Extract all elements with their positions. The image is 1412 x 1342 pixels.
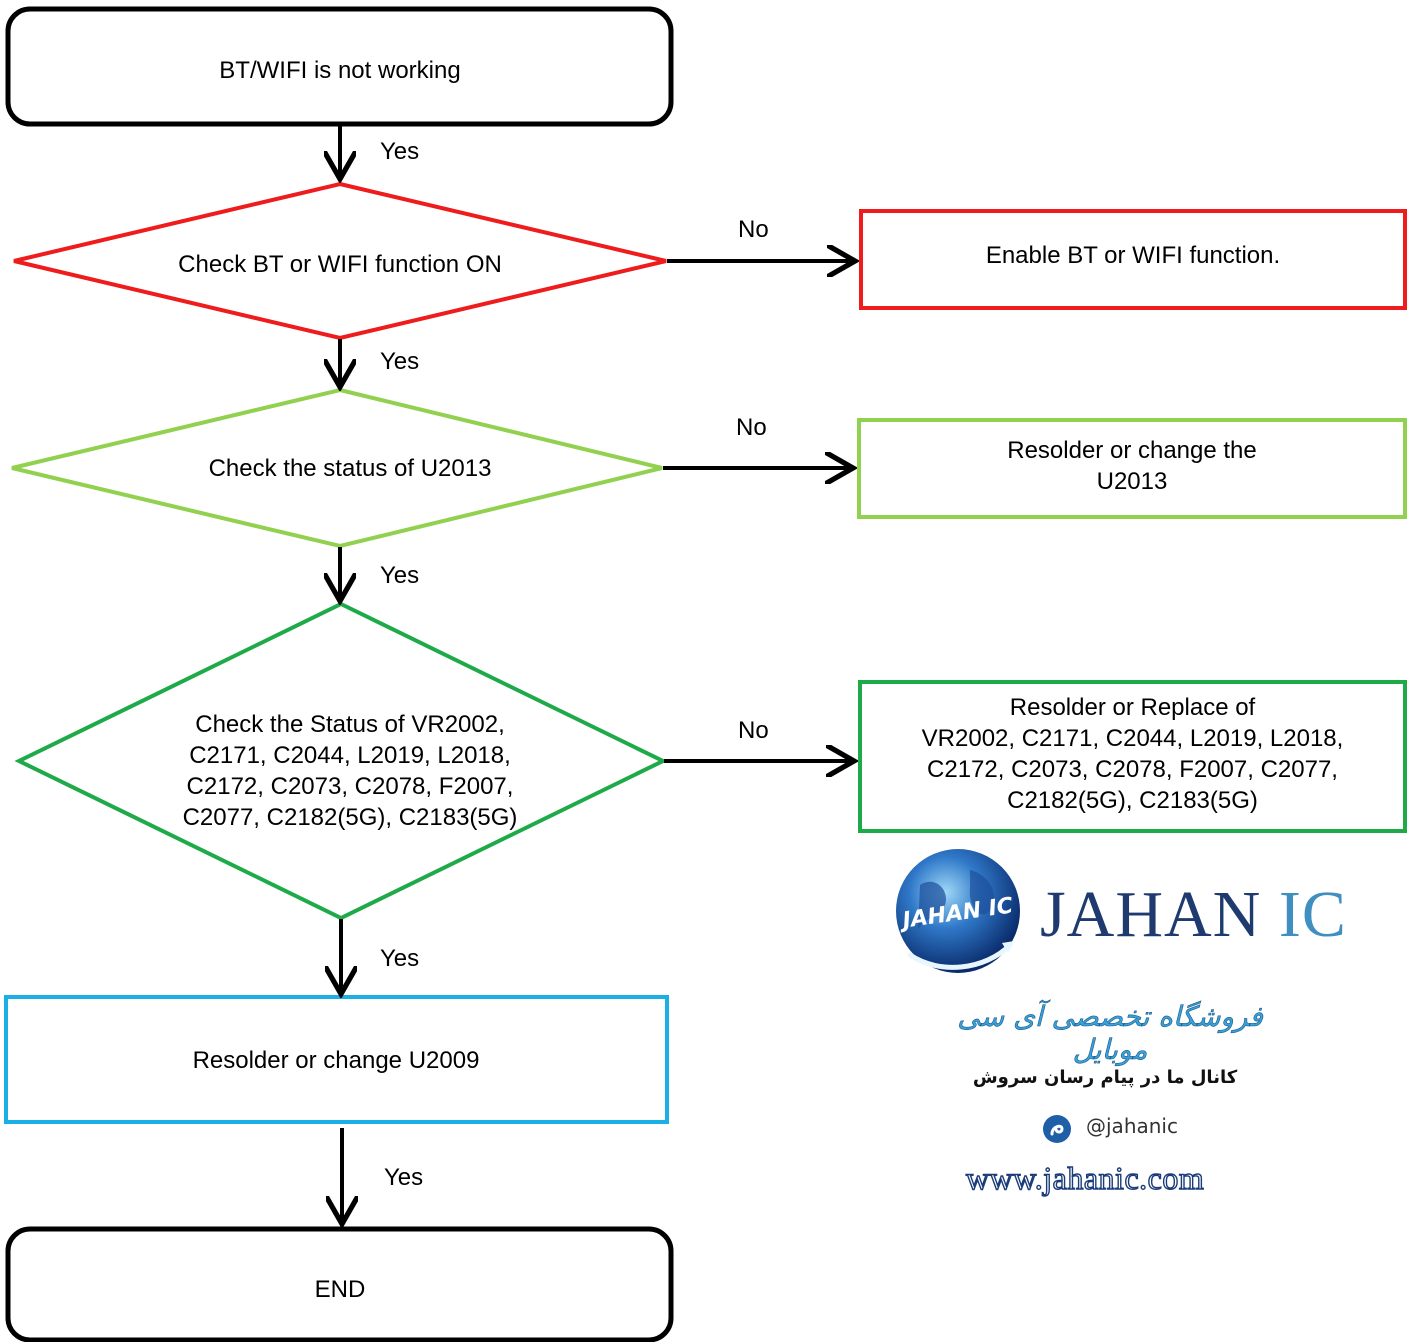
edge-label-yes-3: Yes xyxy=(380,562,420,589)
action-3-line-4: C2182(5G), C2183(5G) xyxy=(1007,786,1258,814)
brand-name: JAHAN IC xyxy=(1040,877,1347,953)
edge-label-yes-2: Yes xyxy=(380,348,420,375)
action-3-line-1: Resolder or Replace of xyxy=(1009,693,1256,721)
decision-3-line-2: C2171, C2044, L2019, L2018, xyxy=(189,742,511,769)
decision-3-line-4: C2077, C2182(5G), C2183(5G) xyxy=(182,804,518,831)
action-1-box xyxy=(859,209,1407,310)
persian-tagline: فروشگاه تخصصی آی سی موبایل xyxy=(957,1000,1263,1067)
action-1-label-box: Enable BT or WIFI function. xyxy=(861,211,1405,308)
edge-label-yes-5: Yes xyxy=(384,1164,424,1191)
edge-label-yes-1: Yes xyxy=(380,138,420,165)
action-1-label: Enable BT or WIFI function. xyxy=(985,242,1281,269)
process-final-box xyxy=(4,995,669,1124)
decision-1-label: Check BT or WIFI function ON xyxy=(178,251,502,278)
action-2-label-box: Resolder or change the U2013 xyxy=(859,420,1405,517)
decision-3-diamond xyxy=(14,601,668,921)
persian-channel-text: کانال ما در پیام رسان سروش xyxy=(972,1067,1238,1088)
decision-3-line-1: Check the Status of VR2002, xyxy=(195,711,505,738)
brand-name-2: IC xyxy=(1278,878,1347,951)
action-2-line-1: Resolder or change the xyxy=(1007,436,1257,464)
brand-name-1: JAHAN xyxy=(1040,878,1262,951)
edge-label-no-3: No xyxy=(738,717,769,744)
start-terminal xyxy=(5,6,674,127)
edge-label-no-1: No xyxy=(738,216,769,243)
soroush-icon xyxy=(1043,1115,1071,1143)
start-label: BT/WIFI is not working xyxy=(219,57,461,84)
decision-2-label: Check the status of U2013 xyxy=(208,455,492,482)
social-handle: @jahanic xyxy=(1086,1114,1178,1138)
action-3-line-3: C2172, C2073, C2078, F2007, C2077, xyxy=(927,755,1338,783)
website-url: www.jahanic.com xyxy=(965,1159,1205,1196)
watermark: JAHAN IC xyxy=(880,830,1320,1200)
action-3-box xyxy=(858,680,1407,833)
globe-logo-icon: JAHAN IC xyxy=(896,849,1020,973)
decision-1-diamond xyxy=(13,181,667,341)
decision-2-diamond xyxy=(11,387,663,549)
action-2-line-2: U2013 xyxy=(1096,467,1168,495)
process-final-label: Resolder or change U2009 xyxy=(192,1047,480,1074)
action-3-line-2: VR2002, C2171, C2044, L2019, L2018, xyxy=(921,724,1344,752)
action-2-box xyxy=(857,418,1407,519)
action-3-label-box: Resolder or Replace of VR2002, C2171, C2… xyxy=(860,682,1405,831)
end-label: END xyxy=(314,1276,366,1303)
end-terminal xyxy=(5,1226,674,1342)
edge-label-no-2: No xyxy=(736,414,767,441)
decision-3-line-3: C2172, C2073, C2078, F2007, xyxy=(186,773,514,800)
edge-label-yes-4: Yes xyxy=(380,945,420,972)
decision-3-label-box: Check the Status of VR2002, C2171, C2044… xyxy=(90,708,610,834)
